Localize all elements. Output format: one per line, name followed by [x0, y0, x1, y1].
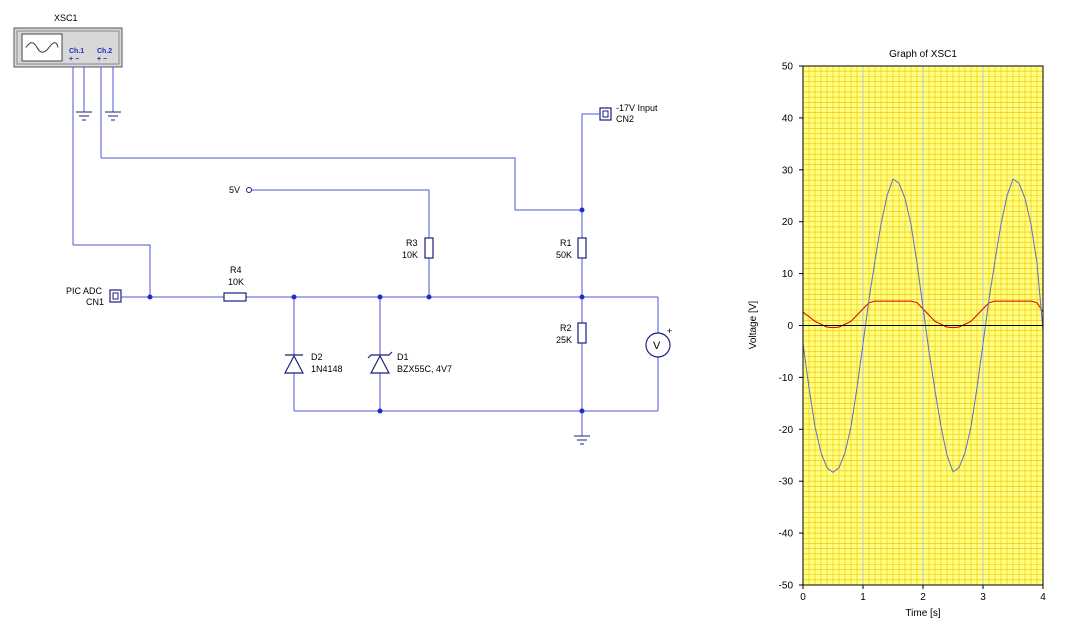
voltmeter-symbol: V	[653, 340, 661, 352]
y-tick-label: 20	[782, 217, 794, 228]
voltmeter[interactable]: V +	[645, 326, 672, 358]
connector-icon	[109, 289, 122, 303]
y-tick-label: -20	[779, 425, 794, 436]
r2-ref: R2	[560, 323, 572, 333]
connector-cn2[interactable]: -17V Input CN2	[581, 103, 658, 238]
x-tick-label: 2	[920, 592, 926, 603]
sine-wave-icon	[25, 42, 59, 53]
resistor-r4[interactable]: R4 10K	[223, 265, 247, 302]
supply-label: 5V	[229, 185, 240, 195]
ch2-polarity: + −	[97, 56, 107, 63]
voltmeter-polarity: +	[667, 326, 672, 336]
x-axis-label: Time [s]	[905, 608, 940, 619]
cn1-ref: CN1	[86, 297, 104, 307]
ch1-polarity: + −	[69, 56, 79, 63]
graph-title: Graph of XSC1	[889, 49, 957, 60]
oscilloscope-xsc1[interactable]: XSC1 Ch.1 Ch.2 + − + −	[13, 13, 123, 68]
resistor-r3[interactable]: R3 10K	[402, 237, 434, 260]
ground-icon	[574, 435, 590, 445]
r4-ref: R4	[230, 265, 242, 275]
junction-nodes	[147, 207, 585, 414]
graph-xsc1: Graph of XSC1 50403020100-10-20-30-40-50…	[748, 49, 1047, 619]
x-tick-label: 3	[980, 592, 986, 603]
ch2-label: Ch.2	[97, 48, 112, 55]
plot-axes: 50 40 30 20 10 0 -10 -20 -30 -40 -50 0 1 2 3 4	[779, 62, 1047, 604]
cn2-ref: CN2	[616, 114, 634, 124]
y-tick-label: 50	[782, 62, 794, 73]
d2-value: 1N4148	[311, 364, 343, 374]
y-tick-label: 40	[782, 113, 794, 124]
y-tick-label: -40	[779, 529, 794, 540]
y-tick-label: 30	[782, 165, 794, 176]
zener-d1[interactable]: D1 BZX55C, 4V7	[367, 297, 452, 411]
main-bus	[121, 296, 659, 412]
y-tick-label: 10	[782, 269, 794, 280]
oscilloscope-screen	[21, 33, 63, 62]
resistor-r1[interactable]: R1 50K	[556, 237, 587, 260]
connector-cn1[interactable]: PIC ADC CN1	[66, 286, 122, 307]
oscilloscope-bevel	[16, 30, 120, 65]
ground-icon	[105, 111, 121, 121]
cn1-name: PIC ADC	[66, 286, 103, 296]
d1-ref: D1	[397, 352, 409, 362]
y-tick-label: -30	[779, 477, 794, 488]
x-tick-label: 0	[800, 592, 806, 603]
connector-icon	[599, 107, 612, 121]
y-tick-label: -10	[779, 373, 794, 384]
d1-value: BZX55C, 4V7	[397, 364, 452, 374]
plot-grid	[803, 66, 1043, 585]
ch1-label: Ch.1	[69, 48, 84, 55]
y-axis-label: Voltage [V]	[748, 301, 759, 350]
supply-5v[interactable]: 5V	[229, 185, 430, 297]
resistor-r2[interactable]: R2 25K	[556, 322, 587, 345]
x-tick-label: 4	[1040, 592, 1046, 603]
r4-value: 10K	[228, 277, 244, 287]
r2-value: 25K	[556, 335, 572, 345]
y-tick-label: 0	[787, 321, 793, 332]
series-line-1	[802, 178, 1044, 474]
oscilloscope-label: XSC1	[54, 13, 78, 23]
ground-icon	[76, 111, 92, 121]
circuit-schematic: XSC1 Ch.1 Ch.2 + − + − PIC ADC CN1	[13, 13, 672, 445]
r1-ref: R1	[560, 238, 572, 248]
r3-ref: R3	[406, 238, 418, 248]
probe-wires	[72, 67, 582, 297]
d2-ref: D2	[311, 352, 323, 362]
diode-d2[interactable]: D2 1N4148	[284, 297, 343, 411]
x-tick-label: 1	[860, 592, 866, 603]
plot-series	[802, 178, 1044, 474]
r1-value: 50K	[556, 250, 572, 260]
cn2-name: -17V Input	[616, 103, 658, 113]
y-tick-label: -50	[779, 581, 794, 592]
r3-value: 10K	[402, 250, 418, 260]
